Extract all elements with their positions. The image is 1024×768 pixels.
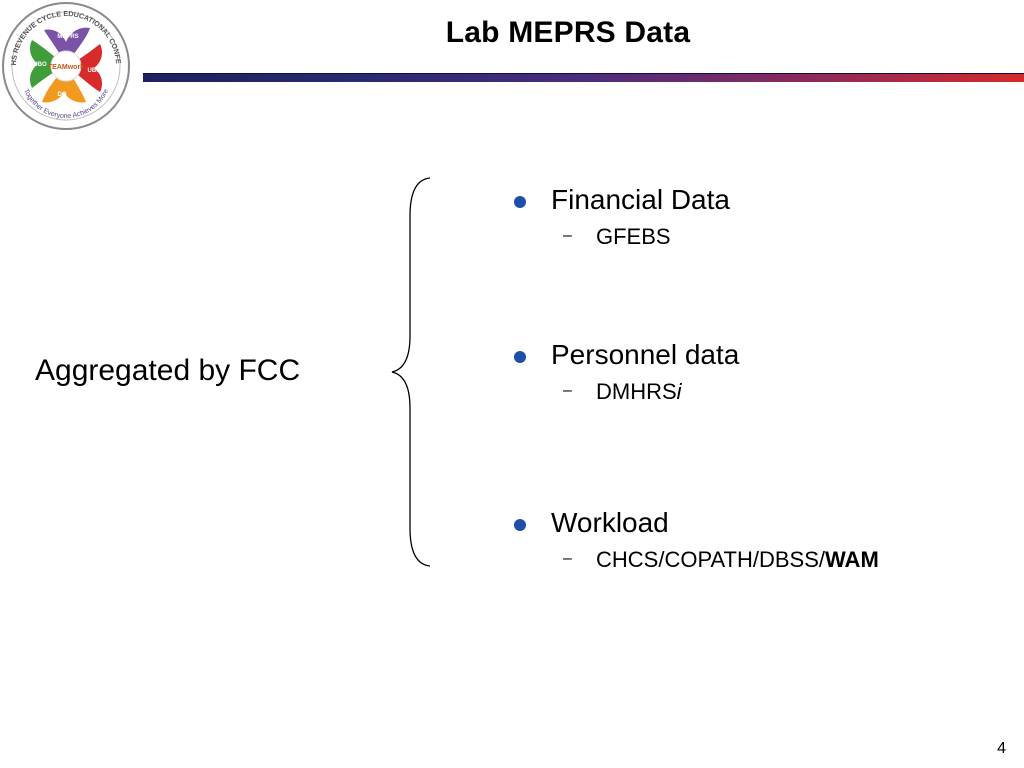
bullet-group-financial: Financial Data – GFEBS	[512, 184, 1024, 254]
conference-logo: 2011 MHS REVENUE CYCLE EDUCATIONAL CONFE…	[0, 0, 132, 132]
curly-brace	[391, 177, 431, 567]
teamwork-hands-logo: 2011 MHS REVENUE CYCLE EDUCATIONAL CONFE…	[0, 0, 130, 130]
logo-hand-label-ubo: UBO	[33, 62, 47, 68]
slide-title: Lab MEPRS Data	[445, 16, 691, 49]
bullet-group-workload: Workload – CHCS/COPATH/DBSS/WAM	[512, 507, 1024, 577]
bullet-financial-data: Financial Data	[551, 184, 730, 215]
bullet-dot	[514, 351, 526, 363]
logo-hand-label-dq: DQ	[58, 92, 67, 98]
logo-hand-label-meprs: MEPRS	[57, 34, 78, 40]
sub-bullet-dash: –	[563, 550, 572, 567]
logo-center-text: TEAMwork	[48, 64, 84, 71]
aggregated-label: Aggregated by FCC	[35, 354, 301, 387]
bullet-group-personnel: Personnel data – DMHRSi	[512, 339, 1024, 409]
page-number: 4	[997, 740, 1006, 757]
bullet-dot	[514, 196, 526, 208]
logo-hand-label-ubu: UBU	[88, 68, 101, 74]
sub-bullet-gfebs: GFEBS	[596, 224, 671, 249]
sub-bullet-dash: –	[563, 382, 572, 399]
bullet-personnel-data: Personnel data	[551, 339, 740, 370]
sub-bullet-dmhrsi: DMHRSi	[596, 379, 682, 404]
sub-bullet-chcs-copath-dbss-wam: CHCS/COPATH/DBSS/WAM	[596, 547, 879, 572]
title-rule	[143, 73, 1024, 82]
sub-bullet-dash: –	[563, 227, 572, 244]
bullet-workload: Workload	[551, 507, 669, 538]
bullet-dot	[514, 519, 526, 531]
